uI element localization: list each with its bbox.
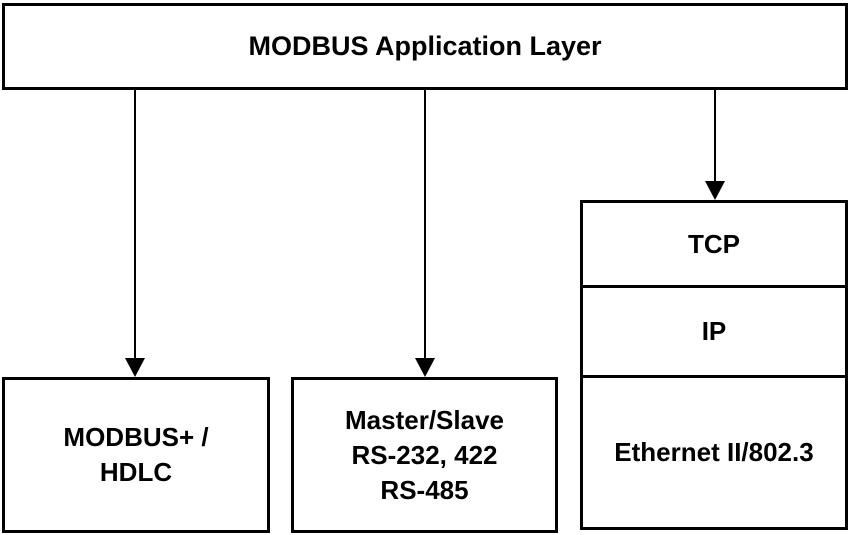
arrow-head-to-modbus-plus-box [125,358,145,377]
ip-box: IP [580,285,848,378]
arrow-head-to-tcp-stack [705,181,725,200]
application-layer-box: MODBUS Application Layer [2,3,848,90]
modbus-plus-hdlc-box: MODBUS+ / HDLC [2,377,270,533]
tcp-box: TCP [580,200,848,288]
arrow-shaft-to-modbus-plus-box [134,90,136,360]
arrow-shaft-to-serial-box [424,90,426,360]
ethernet-box: Ethernet II/802.3 [580,375,848,530]
tcp-ip-ethernet-stack: TCP IP Ethernet II/802.3 [580,200,848,530]
tcp-label: TCP [688,228,740,259]
modbus-plus-label-line2: HDLC [99,457,173,487]
arrow-head-to-serial-box [415,358,435,377]
master-slave-label-line3: RS-485 [380,474,469,505]
master-slave-serial-box: Master/Slave RS-232, 422 RS-485 [291,377,558,533]
arrow-shaft-to-tcp-stack [714,90,716,183]
master-slave-label-line1: Master/Slave [345,404,504,435]
modbus-plus-label-line1: MODBUS+ / [63,422,209,452]
master-slave-label-line2: RS-232, 422 [351,439,498,470]
ethernet-label: Ethernet II/802.3 [614,437,814,467]
application-layer-label: MODBUS Application Layer [248,31,602,61]
ip-label: IP [701,316,727,346]
